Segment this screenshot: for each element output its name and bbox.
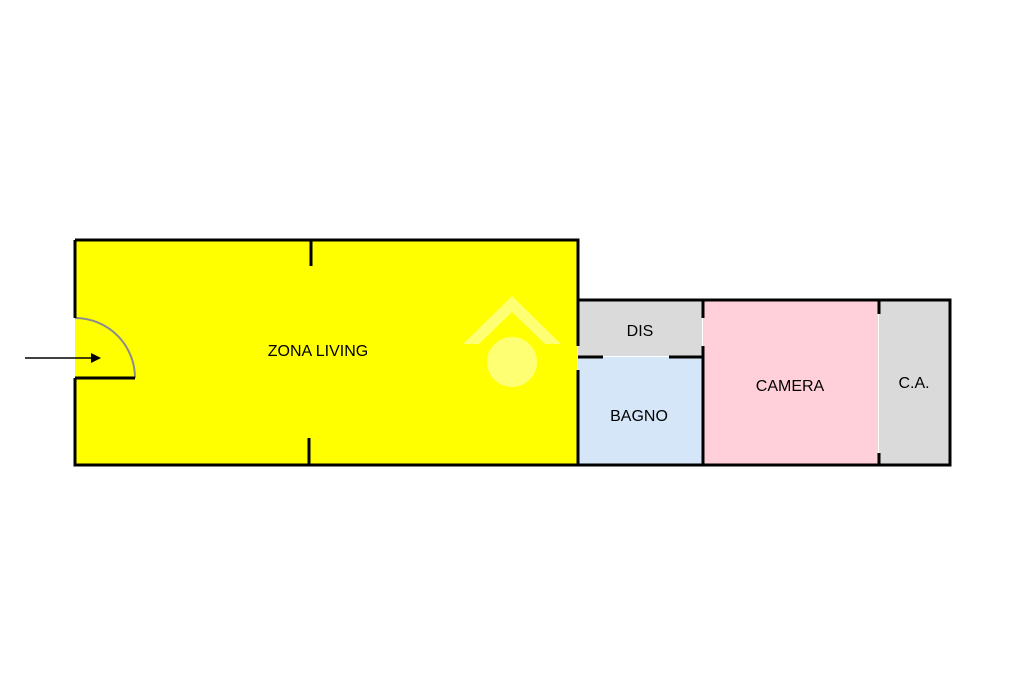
label-ca: C.A. xyxy=(898,375,929,392)
label-bagno: BAGNO xyxy=(610,408,668,425)
room-camera xyxy=(703,300,878,464)
entrance-door-swing xyxy=(74,317,136,379)
room-dis xyxy=(578,300,702,356)
entrance-arrow-icon xyxy=(25,353,101,363)
room-bagno xyxy=(578,357,702,464)
walls xyxy=(73,238,952,467)
room-ca xyxy=(879,300,950,464)
label-camera: CAMERA xyxy=(756,378,825,395)
room-zona-living xyxy=(75,241,577,464)
label-dis: DIS xyxy=(627,323,654,340)
watermark-logo-icon xyxy=(463,296,561,387)
label-zona-living: ZONA LIVING xyxy=(268,343,368,360)
